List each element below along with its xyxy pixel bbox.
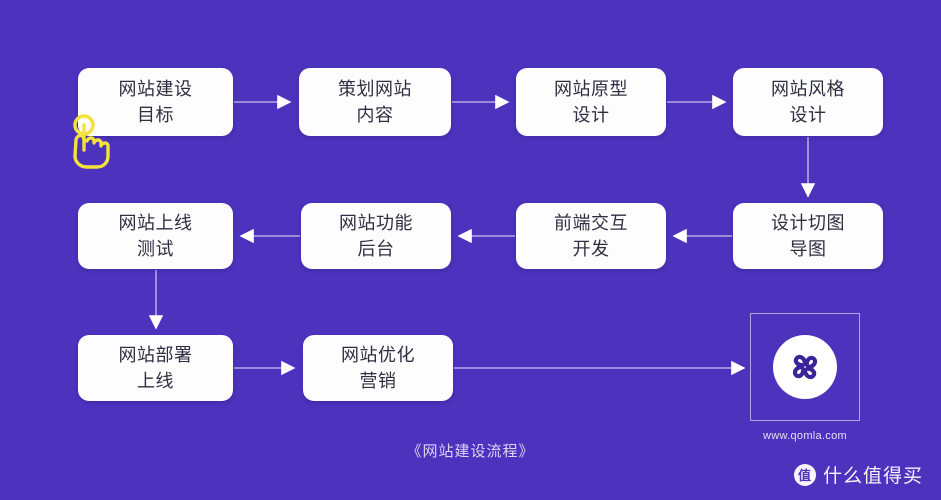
node-line-1: 设计切图	[771, 212, 845, 233]
node-line-2: 设计	[572, 105, 610, 125]
node-line-1: 网站部署	[118, 344, 193, 365]
node-line-2: 测试	[137, 239, 174, 259]
logo-url-text: www.qomla.com	[763, 430, 847, 442]
flow-node-prototype-design[interactable]: 网站原型 设计	[516, 68, 666, 136]
flow-node-optimize-marketing[interactable]: 网站优化 营销	[303, 335, 453, 401]
flow-node-backend-features[interactable]: 网站功能 后台	[301, 203, 451, 269]
qomla-clover-icon	[773, 335, 837, 399]
logo-frame	[750, 313, 860, 421]
node-line-1: 网站风格	[771, 78, 845, 99]
node-line-2: 目标	[137, 105, 174, 125]
node-line-2: 营销	[359, 371, 397, 391]
diagram-caption: 《网站建设流程》	[406, 443, 535, 460]
flow-node-style-design[interactable]: 网站风格 设计	[733, 68, 883, 136]
node-line-1: 网站功能	[339, 212, 413, 233]
node-line-1: 网站优化	[341, 344, 415, 365]
smzdm-badge-icon: 值	[793, 463, 816, 486]
node-line-2: 设计	[789, 105, 827, 125]
node-line-1: 网站原型	[554, 78, 628, 99]
node-line-2: 后台	[357, 239, 395, 259]
node-line-2: 开发	[572, 239, 610, 259]
flow-node-plan-content[interactable]: 策划网站 内容	[299, 68, 451, 136]
hand-cursor-icon	[64, 112, 120, 170]
node-line-1: 策划网站	[338, 78, 412, 99]
node-line-1: 前端交互	[554, 212, 628, 233]
node-line-1: 网站建设	[118, 78, 193, 99]
watermark: 值 什么值得买	[793, 461, 923, 488]
node-line-2: 内容	[356, 105, 394, 125]
flow-node-frontend-dev[interactable]: 前端交互 开发	[516, 203, 666, 269]
flow-node-launch-testing[interactable]: 网站上线 测试	[78, 203, 233, 269]
node-line-2: 导图	[789, 239, 827, 259]
flow-node-slicing-guide[interactable]: 设计切图 导图	[733, 203, 883, 269]
flow-node-website-goal[interactable]: 网站建设 目标	[78, 68, 233, 136]
watermark-label: 什么值得买	[822, 466, 923, 487]
node-line-2: 上线	[137, 371, 174, 391]
flow-node-deploy-online[interactable]: 网站部署 上线	[78, 335, 233, 401]
node-line-1: 网站上线	[118, 212, 193, 233]
